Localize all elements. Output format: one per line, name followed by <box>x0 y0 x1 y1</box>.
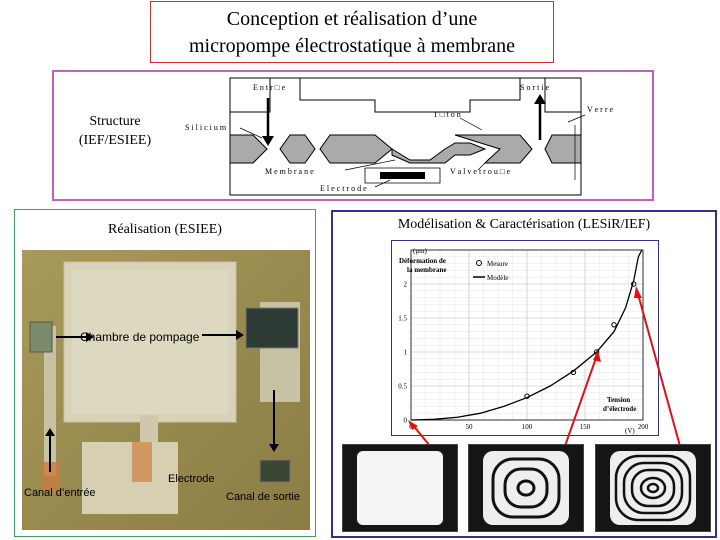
chart-series <box>410 249 643 421</box>
electrode-bar <box>380 172 425 179</box>
x-tick-label: 100 <box>522 423 533 431</box>
realisation-title: Réalisation (ESIEE) <box>108 222 222 237</box>
y-tick-label: 2 <box>404 281 408 289</box>
x-axis-label: (V) <box>625 427 635 435</box>
legend-mesure: Mesure <box>487 260 508 268</box>
structure-panel <box>52 70 654 201</box>
label-silicium: S i l i c i u m <box>185 123 227 132</box>
photo-arrow-entree-head <box>45 428 55 436</box>
silicon-valve <box>454 134 533 164</box>
chart-grid <box>410 250 644 421</box>
electrode-contact <box>132 442 152 482</box>
structure-diagram: E n t r □ e S o r t i e S i l i c i u m … <box>185 77 614 196</box>
title-line-1: Conception et réalisation d’une <box>226 8 478 30</box>
photo-arrow-inlet-head <box>86 332 94 342</box>
silicon-inlet-post <box>279 134 316 164</box>
pointer-teton <box>459 117 483 131</box>
pointer-valve <box>477 157 491 171</box>
silicon-chamber-wall <box>319 134 393 164</box>
modelisation-title: Modélisation & Caractérisation (LESiR/IE… <box>397 217 651 232</box>
x-tick-label: 50 <box>466 423 474 431</box>
tension-label-2: d’électrode <box>603 405 636 413</box>
inlet-contact <box>42 462 60 492</box>
chip-outline-top <box>299 78 521 113</box>
photo-arrow-outlet-head <box>269 444 279 452</box>
pointer-membrane <box>344 159 396 171</box>
y-tick-label: 0.5 <box>398 383 407 391</box>
legend-modele: Modèle <box>487 274 508 282</box>
photo-arrow-chamber-head <box>236 330 244 340</box>
thumbnail-max-voltage <box>595 444 711 532</box>
deformation-label-2: la membrane <box>407 266 446 274</box>
inlet-zoom-marker <box>29 321 53 353</box>
chip-outline-left <box>230 78 271 113</box>
y-tick-label: 1 <box>404 349 408 357</box>
structure-label-line-2: (IEF/ESIEE) <box>78 133 152 148</box>
inlet-channel <box>44 326 56 476</box>
outlet-arrow-head <box>534 94 546 104</box>
label-entree: E n t r □ e <box>253 83 286 92</box>
label-sortie: S o r t i e <box>520 83 550 92</box>
label-teton: T □ t o n <box>433 110 461 119</box>
pointer-silicium <box>239 127 263 139</box>
label-valve: V a l v e t r o u □ e <box>450 167 511 176</box>
outlet-zoom-top <box>245 307 299 349</box>
x-tick-label: 150 <box>580 423 591 431</box>
y-tick-label: 0 <box>404 417 408 425</box>
y-tick-label: 1.5 <box>398 315 407 323</box>
micropump-photo: Chambre de pompage Electrode Canal d’ent… <box>22 250 310 530</box>
outlet-zoom-bottom <box>259 459 291 483</box>
tension-label-1: Tension <box>607 396 630 404</box>
silicon-right <box>544 134 582 164</box>
thumbnail-mid-voltage <box>468 444 584 532</box>
label-photo-electrode: Electrode <box>168 473 214 485</box>
deformation-chart: 0 50 100 150 200 0 0.5 1 1.5 2 (μm) (V) Déformati… <box>398 247 649 435</box>
title-box: Conception et réalisation d’une micropom… <box>150 1 554 63</box>
plot-frame <box>391 240 659 436</box>
pointer-verre <box>567 114 586 123</box>
glass-outline <box>229 163 582 196</box>
structure-label-line-1: Structure <box>89 114 141 129</box>
chip-outline-right <box>544 78 581 113</box>
pump-chamber-inner <box>72 270 228 414</box>
mesure-point <box>611 322 617 328</box>
label-chamber: Chambre de pompage <box>80 330 200 344</box>
series-modele-line <box>410 249 643 421</box>
x-tick-label: 200 <box>638 423 649 431</box>
label-verre: V e r r e <box>587 105 614 114</box>
electrode-pad <box>82 442 178 514</box>
deformation-label-1: Déformation de <box>399 257 446 265</box>
pointer-electrode <box>374 179 391 188</box>
thumbnail-0v <box>342 444 458 532</box>
legend-marker-mesure <box>476 260 482 266</box>
chamber-neck <box>140 415 158 443</box>
realisation-panel <box>14 209 316 537</box>
inlet-arrow-head <box>262 136 274 146</box>
thumb-max-image <box>596 445 710 531</box>
modelisation-panel <box>331 210 717 538</box>
thumb-0v-image <box>343 445 457 531</box>
label-canal-entree: Canal d’entrée <box>24 487 96 499</box>
title-line-2: micropompe électrostatique à membrane <box>189 35 515 57</box>
silicon-left <box>229 134 268 164</box>
y-axis-label: (μm) <box>413 247 428 255</box>
electrode-cavity <box>364 167 441 184</box>
structure-label: Structure (IEF/ESIEE) <box>60 112 170 150</box>
membrane <box>391 142 487 164</box>
label-membrane: M e m b r a n e <box>265 167 314 176</box>
label-electrode: E l e c t r o d e <box>320 184 367 193</box>
thumb-mid-image <box>469 445 583 531</box>
label-canal-sortie: Canal de sortie <box>226 491 300 503</box>
x-tick-label: 0 <box>409 423 413 431</box>
